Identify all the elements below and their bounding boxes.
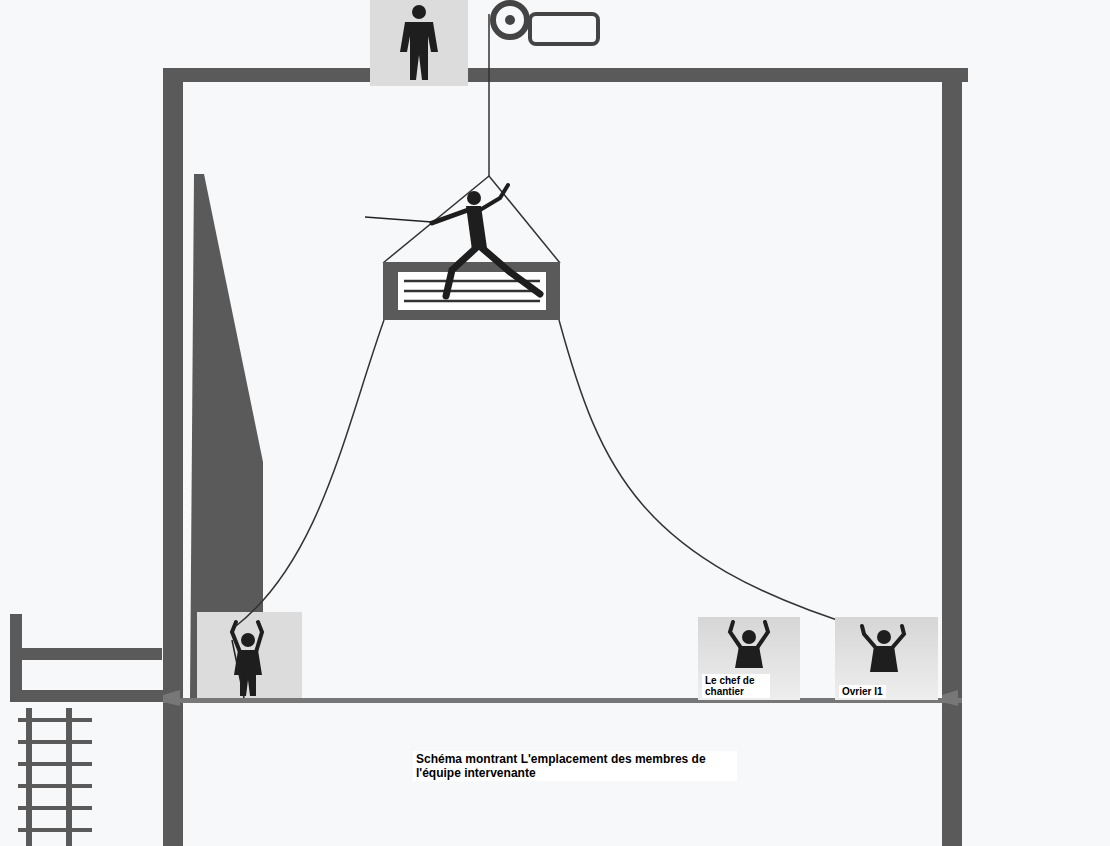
ladder-rail — [26, 708, 32, 846]
person-body — [870, 646, 898, 672]
platform-inner — [398, 272, 546, 310]
roof-beam — [163, 68, 968, 82]
person-tile — [370, 0, 468, 86]
winch-axle — [505, 15, 515, 25]
person-arm — [892, 626, 904, 648]
ladder-rung — [18, 740, 92, 744]
person-arm — [730, 622, 741, 648]
person-head — [742, 630, 756, 644]
ladder-rung — [18, 784, 92, 788]
worker-tool — [365, 217, 432, 222]
ladder-rung — [18, 762, 92, 766]
person-arm — [757, 622, 768, 648]
rope-end — [232, 640, 244, 698]
person-head — [241, 633, 255, 647]
hoist-rope — [488, 14, 490, 176]
diagram-caption: Schéma montrant L'emplacement des membre… — [413, 751, 737, 781]
worker-silhouette — [862, 626, 904, 672]
person-tile: Ovrier I1 — [835, 617, 938, 700]
person-leg — [482, 248, 540, 294]
person-tile — [197, 612, 302, 698]
platform-rails — [404, 281, 540, 301]
person-body — [400, 22, 438, 80]
person-head — [412, 5, 426, 19]
person-body — [466, 206, 487, 250]
guide-rope — [236, 320, 384, 626]
person-arm — [862, 626, 876, 648]
left-wall — [163, 68, 183, 846]
person-head — [467, 191, 481, 205]
person-label: Le chef de chantier — [702, 674, 770, 698]
ladder-rail — [66, 708, 72, 846]
ladder-rung — [18, 828, 92, 832]
winch-motor — [530, 14, 598, 44]
wall-notch — [163, 690, 180, 706]
ladder-rung — [18, 806, 92, 810]
winch-drum — [493, 3, 527, 37]
person-arm — [256, 622, 262, 652]
person-arm — [480, 185, 508, 210]
ladder — [18, 708, 92, 846]
person-label: Ovrier I1 — [839, 685, 886, 698]
platform-rail — [404, 300, 540, 303]
person-body — [735, 646, 763, 668]
right-wall — [942, 68, 962, 846]
wall-notch — [942, 690, 958, 706]
platform-rail — [404, 290, 540, 293]
ledge-top — [10, 648, 162, 660]
person-leg — [446, 248, 476, 296]
guide-rope — [559, 320, 935, 660]
chef-silhouette — [730, 622, 768, 668]
left-worker — [232, 622, 262, 698]
person-tile: Le chef de chantier — [698, 617, 800, 700]
platform-worker — [365, 185, 540, 296]
ladder-rung — [18, 718, 92, 722]
person-head — [877, 630, 891, 644]
person-arm — [432, 210, 468, 223]
roof-person — [400, 5, 438, 80]
ledge-bottom — [10, 690, 165, 702]
